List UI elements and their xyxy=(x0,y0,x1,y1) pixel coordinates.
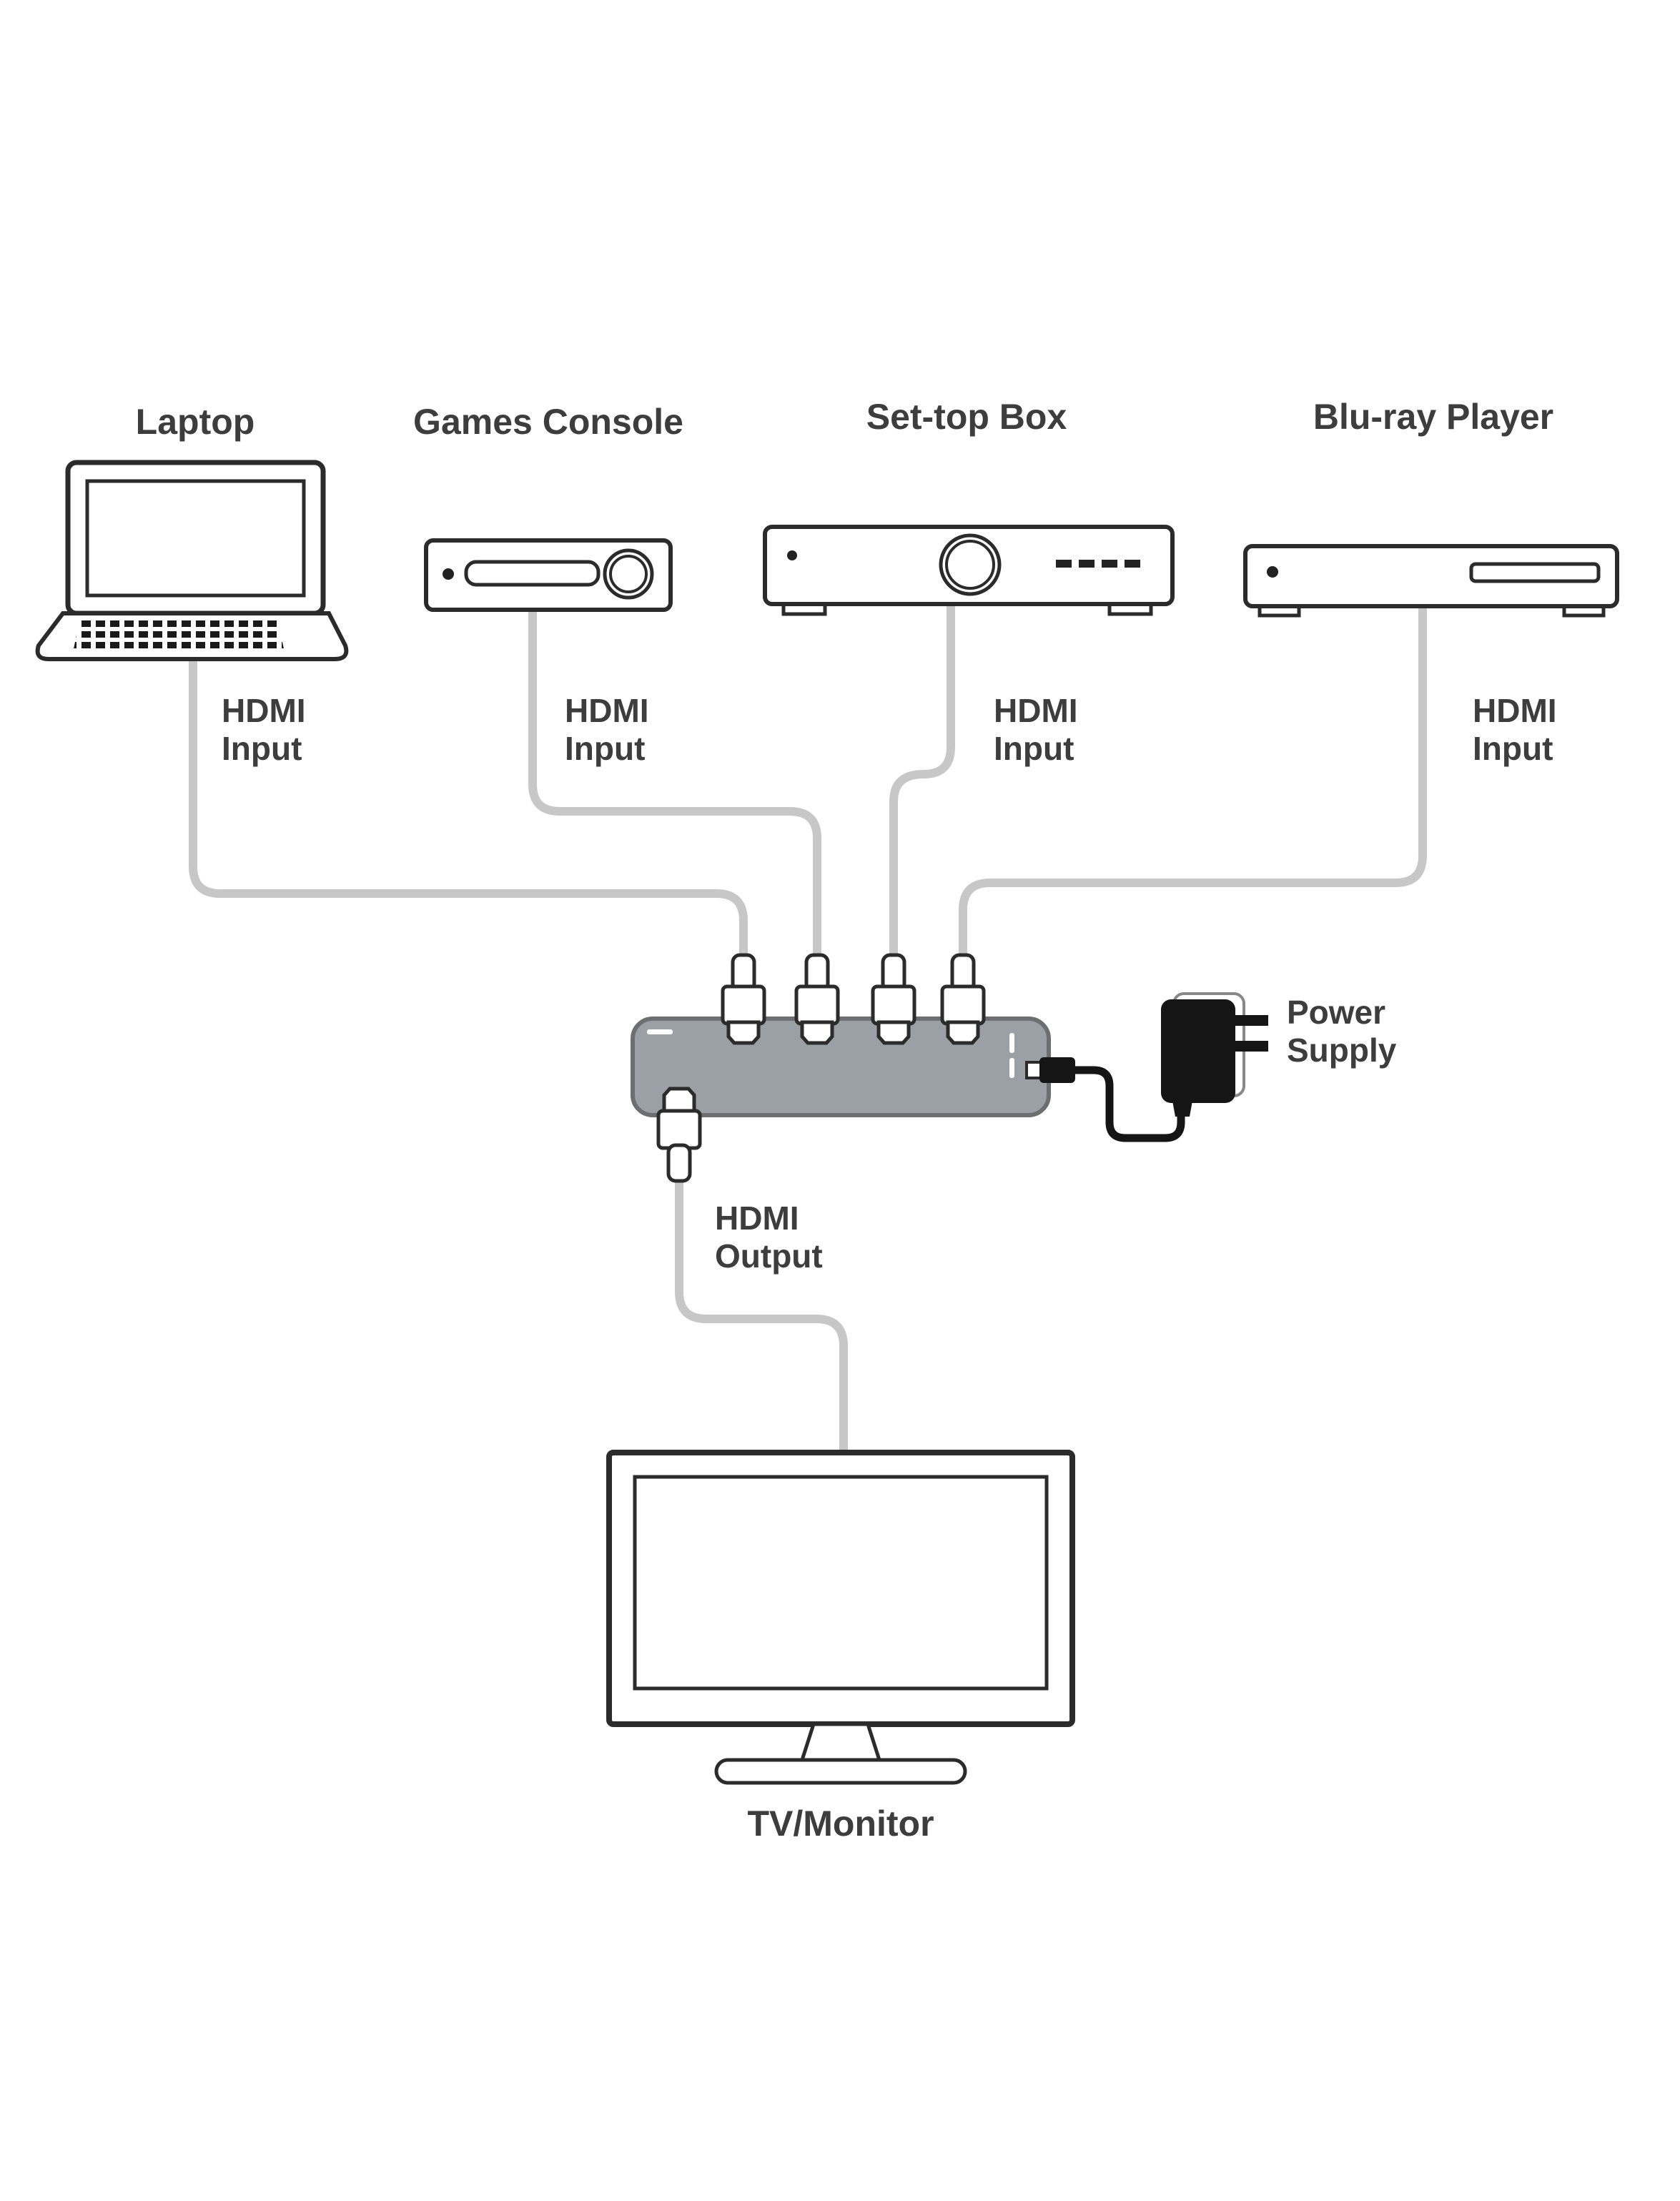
hdmi-plug-input-1 xyxy=(721,953,766,1045)
laptop-screen xyxy=(85,479,306,598)
tv-base xyxy=(714,1758,967,1785)
tv-monitor-label: TV/Monitor xyxy=(747,1804,934,1844)
power-supply-label: Power Supply xyxy=(1287,994,1397,1069)
laptop-device xyxy=(35,460,349,661)
svg-text:HDMI: HDMI xyxy=(222,692,306,729)
hdmi-plug-input-2 xyxy=(794,953,840,1045)
svg-text:Output: Output xyxy=(715,1237,823,1275)
cable-switch-to-tv xyxy=(675,1165,848,1462)
hdmi-plug-output xyxy=(656,1087,702,1183)
svg-text:HDMI: HDMI xyxy=(565,692,649,729)
svg-text:HDMI: HDMI xyxy=(994,692,1078,729)
console-power-led xyxy=(443,568,454,580)
games-console-label: Games Console xyxy=(413,402,683,442)
tv-screen xyxy=(633,1475,1049,1691)
svg-text:HDMI: HDMI xyxy=(1473,692,1557,729)
svg-text:Power: Power xyxy=(1287,994,1385,1031)
set-top-box-device xyxy=(763,525,1175,616)
hdmi-output-label: HDMI Output xyxy=(715,1200,823,1275)
port-labels: HDMI Input HDMI Input HDMI Input HDMI In… xyxy=(222,692,1557,1275)
svg-text:Input: Input xyxy=(222,730,302,767)
power-cable xyxy=(1071,1066,1185,1142)
hdmi-plug-input-3 xyxy=(871,953,916,1045)
switch-print-marks xyxy=(647,1029,1014,1078)
cable-laptop-to-switch xyxy=(189,643,748,972)
power-supply-device xyxy=(1025,992,1268,1117)
device-labels: Laptop Games Console Set-top Box Blu-ray… xyxy=(136,397,1553,1844)
svg-text:Input: Input xyxy=(994,730,1074,767)
settop-vent-dashes xyxy=(1056,560,1140,568)
bluray-disc-tray xyxy=(1469,562,1601,583)
hdmi-input-label-1: HDMI Input xyxy=(222,692,306,767)
set-top-box-label: Set-top Box xyxy=(866,397,1067,437)
power-prongs xyxy=(1234,1015,1268,1052)
blu-ray-player-label: Blu-ray Player xyxy=(1313,397,1553,437)
hdmi-input-label-2: HDMI Input xyxy=(565,692,649,767)
tv-stand xyxy=(799,1722,882,1762)
settop-power-led xyxy=(787,550,797,560)
tv-device xyxy=(606,1450,1075,1785)
cable-bluray-to-switch xyxy=(959,600,1427,972)
cable-console-to-switch xyxy=(528,600,821,972)
laptop-keyboard xyxy=(73,619,285,652)
settop-knob-inner xyxy=(945,540,995,590)
laptop-label: Laptop xyxy=(136,402,255,442)
games-console-device xyxy=(424,538,673,612)
svg-text:Supply: Supply xyxy=(1287,1032,1397,1069)
power-plug xyxy=(1039,1057,1075,1083)
hdmi-input-label-4: HDMI Input xyxy=(1473,692,1557,767)
svg-text:Input: Input xyxy=(1473,730,1553,767)
cable-settop-to-switch xyxy=(889,597,955,972)
svg-text:Input: Input xyxy=(565,730,645,767)
hdmi-input-label-3: HDMI Input xyxy=(994,692,1078,767)
bluray-body xyxy=(1243,544,1619,608)
hdmi-cables xyxy=(189,597,1427,1462)
bluray-power-led xyxy=(1267,566,1278,578)
blu-ray-player-device xyxy=(1243,544,1619,618)
console-dial-inner xyxy=(609,555,648,593)
svg-text:HDMI: HDMI xyxy=(715,1200,799,1237)
power-brick xyxy=(1161,999,1235,1103)
console-disc-slot xyxy=(464,560,601,587)
hdmi-input-plugs xyxy=(721,953,986,1045)
hdmi-plug-input-4 xyxy=(940,953,986,1045)
power-strain-relief xyxy=(1172,1101,1192,1117)
